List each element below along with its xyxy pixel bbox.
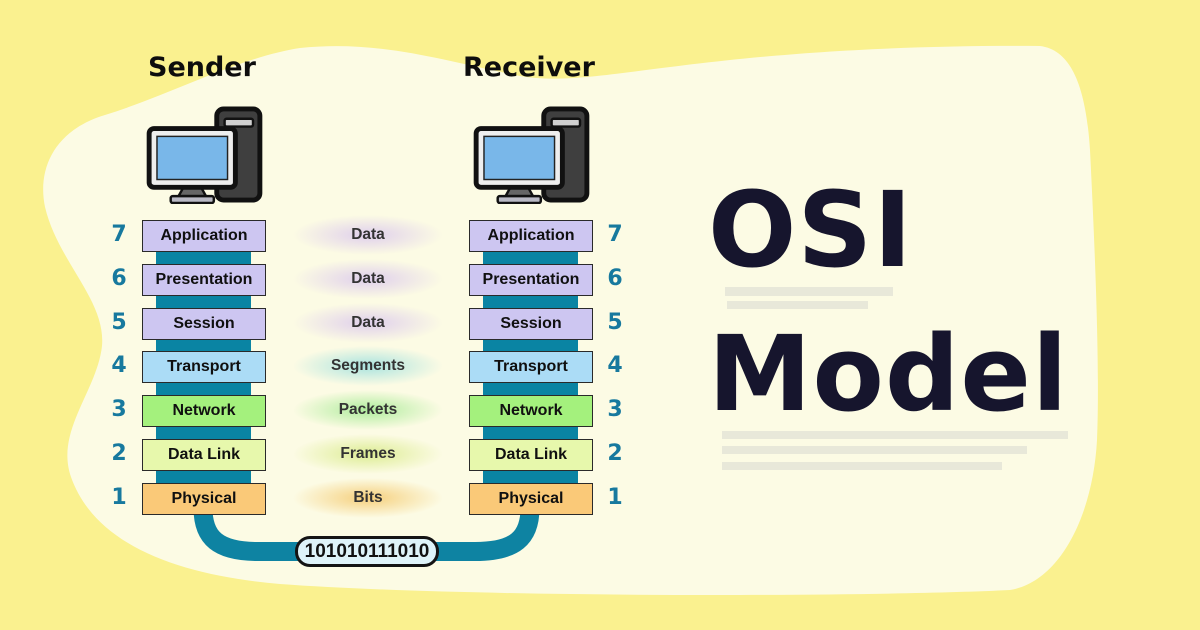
page-title-model: Model [708, 313, 1069, 435]
sender-layer-box-transport: Transport [142, 351, 266, 383]
receiver-layer-box-network: Network [469, 395, 593, 427]
receiver-layer-number-1: 1 [607, 485, 623, 510]
pdu-text: Packets [338, 401, 398, 418]
title-underline-bar [725, 287, 893, 296]
sender-title: Sender [148, 52, 256, 83]
sender-layer-box-network: Network [142, 395, 266, 427]
receiver-layer-box-session: Session [469, 308, 593, 340]
receiver-layer-number-3: 3 [607, 397, 623, 422]
receiver-layer-number-6: 6 [607, 266, 623, 291]
sender-layer-number-5: 5 [111, 310, 127, 335]
pdu-label-packets-row5: Packets [293, 390, 443, 430]
receiver-layer-box-data-link: Data Link [469, 439, 593, 471]
title-underline-bar [722, 431, 1068, 439]
receiver-title: Receiver [463, 52, 595, 83]
pdu-label-data-row3: Data [293, 303, 443, 343]
sender-layer-number-6: 6 [111, 266, 127, 291]
pdu-label-frames-row6: Frames [293, 434, 443, 474]
pdu-text: Bits [353, 489, 383, 506]
receiver-layer-number-2: 2 [607, 441, 623, 466]
title-underline-bar [722, 462, 1002, 470]
pdu-text: Data [351, 270, 385, 287]
pdu-text: Segments [330, 357, 406, 374]
title-underline-bar [727, 301, 868, 309]
title-underline-bar [722, 446, 1027, 454]
receiver-layer-box-presentation: Presentation [469, 264, 593, 296]
pdu-label-segments-row4: Segments [293, 346, 443, 386]
sender-layer-number-3: 3 [111, 397, 127, 422]
sender-layer-number-2: 2 [111, 441, 127, 466]
receiver-computer-icon [473, 106, 590, 204]
sender-layer-box-session: Session [142, 308, 266, 340]
sender-layer-number-1: 1 [111, 485, 127, 510]
pdu-text: Data [351, 226, 385, 243]
receiver-layer-number-7: 7 [607, 222, 623, 247]
sender-layer-box-application: Application [142, 220, 266, 252]
sender-layer-box-physical: Physical [142, 483, 266, 515]
sender-layer-number-7: 7 [111, 222, 127, 247]
pdu-text: Frames [340, 445, 396, 462]
receiver-layer-box-transport: Transport [469, 351, 593, 383]
binary-transmission-label: 101010111010 [295, 536, 439, 567]
receiver-layer-box-application: Application [469, 220, 593, 252]
receiver-layer-box-physical: Physical [469, 483, 593, 515]
sender-layer-number-4: 4 [111, 353, 127, 378]
sender-layer-box-presentation: Presentation [142, 264, 266, 296]
receiver-layer-number-4: 4 [607, 353, 623, 378]
sender-computer-icon [146, 106, 263, 204]
page-title-osi: OSI [708, 169, 914, 291]
receiver-layer-number-5: 5 [607, 310, 623, 335]
pdu-label-data-row1: Data [293, 215, 443, 255]
pdu-text: Data [351, 314, 385, 331]
pdu-label-bits-row7: Bits [293, 478, 443, 518]
sender-layer-box-data-link: Data Link [142, 439, 266, 471]
pdu-label-data-row2: Data [293, 259, 443, 299]
